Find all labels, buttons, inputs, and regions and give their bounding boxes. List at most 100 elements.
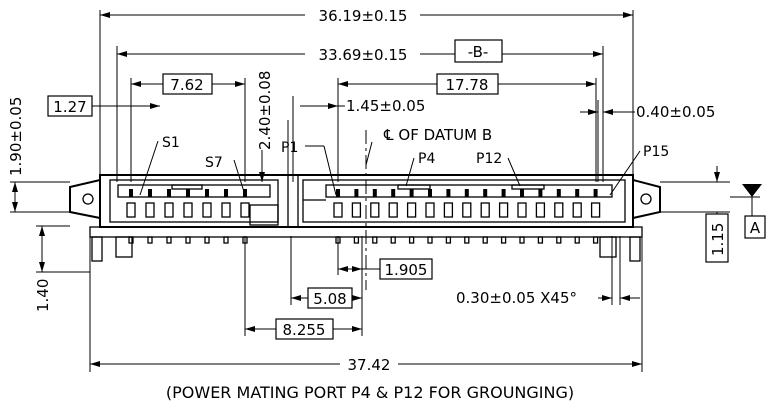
contact-tip [167,189,171,197]
contact-tail [427,236,433,244]
contact-pin [126,202,136,218]
dim-offset-8255: 8.255 [283,321,326,339]
contact-pin [535,202,546,218]
contact-pin [554,202,564,218]
contact-pin [370,202,380,218]
contact-tip [593,189,598,197]
contact-tail [592,236,599,244]
signal-contacts [126,189,250,244]
label-s7: S7 [205,155,223,171]
contact-pin [183,202,193,218]
dim-power-span: 17.78 [446,76,489,94]
label-p4: P4 [418,151,435,167]
contact-tip [409,189,414,197]
boxed-dimension-frames [47,39,766,340]
contact-tip [205,189,209,197]
contact-tail [335,236,341,244]
dim-offset-1905: 1.905 [385,261,428,279]
datum-a-label: A [750,219,761,237]
contact-tip [556,189,561,197]
contact-tail [482,236,488,244]
contact-tail [445,236,452,244]
datum-b-note: ℄ OF DATUM B [383,126,492,144]
dim-overall-length: 37.42 [348,356,391,374]
dim-lead-len: 1.40 [34,279,52,312]
power-contacts [333,189,601,244]
contact-tip [129,189,133,197]
contact-tip [464,189,469,197]
contact-pin [517,202,527,218]
contact-tail [204,236,210,244]
contact-tip [446,189,451,197]
contact-tail [519,236,525,244]
contact-pin [164,202,174,218]
contact-tip [186,189,190,197]
contact-tail [372,236,378,244]
contact-tail [128,236,134,244]
dim-signal-span: 7.62 [170,76,203,94]
contact-pin [240,202,250,218]
dim-inner-width: 33.69±0.15 [319,46,408,64]
contact-pin [406,202,417,218]
dim-pin-width: 0.40±0.05 [636,103,715,121]
contact-tip [372,189,377,197]
contact-tail [242,236,248,244]
dim-pitch-small: 1.27 [53,98,86,116]
contact-pin [333,202,343,218]
dim-height-a: 2.40±0.08 [256,71,274,150]
dim-offset-p1: 1.45±0.05 [346,97,425,115]
contact-tail [223,236,229,244]
leader-lines [139,140,641,196]
contact-tip [224,189,228,197]
contact-tip [575,189,580,197]
contact-tail [147,236,153,244]
extension-lines [10,10,730,372]
contact-pin [202,202,212,218]
contact-pin [351,202,362,218]
dim-offset-508: 5.08 [313,290,346,308]
contact-tip [501,189,506,197]
contact-tip [520,189,524,197]
contact-pin [462,202,472,218]
contact-pin [425,202,435,218]
datum-b-label: -B- [468,43,489,61]
contact-tip [336,189,340,197]
contact-pin [590,202,601,218]
drawing-caption: (POWER MATING PORT P4 & P12 FOR GROUNGIN… [166,383,574,402]
contact-tail [464,236,470,244]
label-p1: P1 [281,140,298,156]
contact-tail [574,236,580,244]
contact-tail [537,236,544,244]
label-p15: P15 [643,144,669,160]
contact-pin [145,202,155,218]
connector-body [69,174,661,262]
dim-height-left: 1.90±0.05 [7,97,25,176]
contact-pin [498,202,509,218]
label-s1: S1 [162,135,180,151]
dimension-lines [12,12,762,367]
contact-tip [483,189,488,197]
contact-tip [354,189,359,197]
contact-tip [428,189,432,197]
contact-pin [480,202,490,218]
label-p12: P12 [476,151,502,167]
dim-chamfer: 0.30±0.05 X45° [456,289,577,307]
dim-height-right: 1.15 [709,223,727,256]
dim-overall-width: 36.19±0.15 [319,7,408,25]
contact-tip [538,189,543,197]
contact-tip [243,189,247,197]
contact-tail [408,236,415,244]
contact-pin [572,202,582,218]
contact-tail [185,236,191,244]
contact-tail [353,236,360,244]
contact-tail [166,236,172,244]
contact-tip [148,189,152,197]
contact-tail [390,236,396,244]
contact-tip [391,189,396,197]
contact-pin [221,202,231,218]
contact-pin [443,202,454,218]
contact-tail [500,236,507,244]
contact-tail [556,236,562,244]
contact-pin [388,202,398,218]
